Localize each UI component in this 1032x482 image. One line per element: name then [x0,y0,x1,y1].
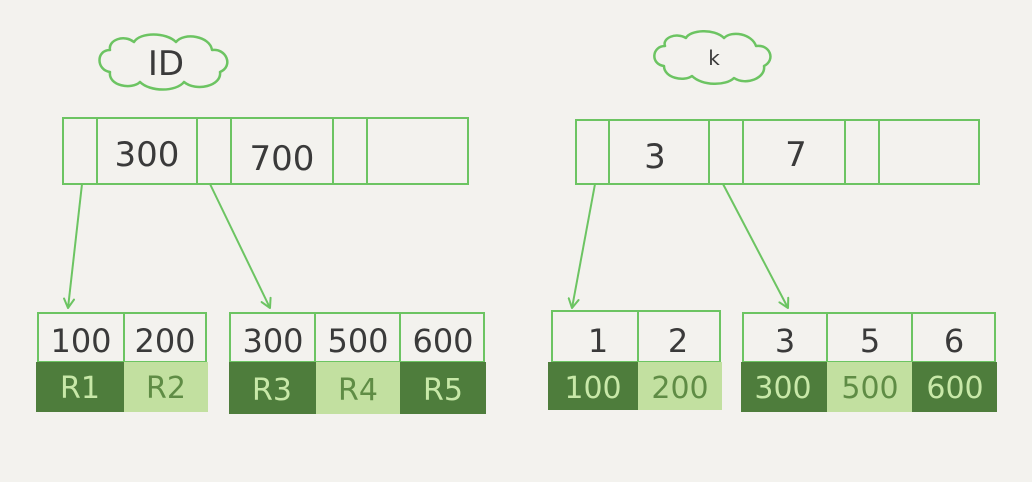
tree-id: ID 300 700 100 200 R1 R2 [36,33,486,414]
tree-id-root-key-1: 300 [115,135,180,175]
leaf-primary-key: 600 [926,371,983,406]
tree-k-root-key-1: 3 [644,137,666,177]
tree-k-root-node [575,119,980,185]
tree-k-leaf-2 [741,312,997,412]
leaf-row-value: R3 [252,373,292,408]
leaf-key: 6 [944,322,964,360]
tree-k-pointer-arrow-2 [722,183,790,309]
tree-id-title-cloud: ID [98,33,229,91]
leaf-row-value: R5 [423,373,463,408]
tree-id-title: ID [148,44,184,84]
tree-k-leaf-1 [548,310,722,410]
tree-id-leaf-2 [229,312,486,414]
leaf-primary-key: 500 [841,371,898,406]
tree-id-root-key-2: 700 [250,139,315,179]
tree-k-title: k [708,46,720,70]
leaf-key: 300 [242,322,303,360]
leaf-key: 500 [327,322,388,360]
leaf-row-value: R4 [338,373,378,408]
leaf-key: 2 [668,322,688,360]
leaf-key: 200 [134,322,195,360]
leaf-key: 1 [588,322,608,360]
leaf-primary-key: 300 [754,371,811,406]
tree-id-pointer-arrow-2 [209,183,272,309]
tree-k-root-key-2: 7 [785,135,807,175]
leaf-key: 5 [860,322,880,360]
leaf-primary-key: 200 [651,371,708,406]
tree-id-pointer-arrow-1 [63,183,83,309]
tree-k-pointer-arrow-1 [567,183,596,309]
leaf-key: 100 [50,322,111,360]
leaf-primary-key: 100 [564,371,621,406]
leaf-row-value: R2 [146,371,186,406]
tree-id-root-node [62,117,469,185]
leaf-key: 3 [775,322,795,360]
tree-id-leaf-1 [36,312,208,412]
tree-k-title-cloud: k [653,30,772,85]
leaf-row-value: R1 [60,371,100,406]
tree-k: k 3 7 1 2 100 200 [548,30,997,412]
leaf-key: 600 [412,322,473,360]
